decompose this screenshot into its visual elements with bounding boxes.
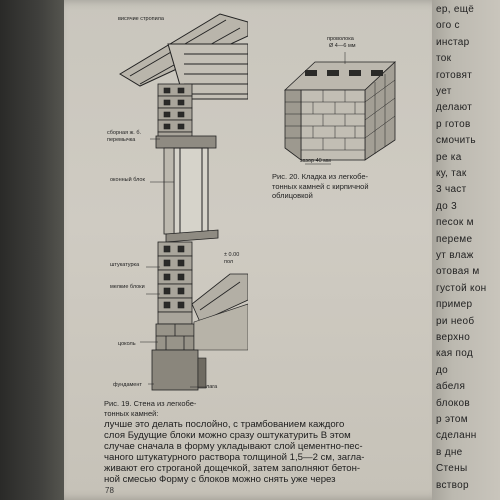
facing-page-line: ер, ещё <box>436 4 475 15</box>
body-text: лучше это делать послойно, с трамбование… <box>104 419 434 485</box>
facing-page-line: до 3 <box>436 200 457 212</box>
figure-19-caption-line: Рис. 19. Стена из легкобе- <box>104 399 197 408</box>
body-text-line: ной смесью Форму с блоков можно снять уж… <box>104 474 336 485</box>
facing-page-line: ует <box>436 86 452 97</box>
page-number: 78 <box>105 486 114 495</box>
facing-page-line: кая под <box>436 348 474 360</box>
facing-page-line: верхно <box>436 332 471 343</box>
facing-page-line: ут влаж <box>436 250 474 261</box>
figure-19-caption: Рис. 19. Стена из легкобе- тонных камней… <box>104 399 196 418</box>
facing-page-line: ре ка <box>436 151 462 163</box>
figure-20-masonry-drawing <box>283 52 397 165</box>
facing-page-fragment: ер, ещё ого с инстар ток готовят ует делают р г… <box>432 0 500 500</box>
facing-page-line: ри необ <box>436 315 475 327</box>
label-foundation: фундамент <box>113 382 142 388</box>
figure-20-caption: Рис. 20. Кладка из легкобе- тонных камне… <box>272 172 369 201</box>
facing-page-line: в дне <box>436 446 463 458</box>
label-lintel: сборная ж. б. перемычка <box>107 130 142 143</box>
body-text-line: живают его строганой дощечкой, затем зап… <box>104 463 361 474</box>
facing-page-line: ток <box>436 53 452 65</box>
facing-page-line: готовят <box>436 69 473 81</box>
label-gap: зазор 40 мм <box>300 158 331 164</box>
body-text-line: слоя Будущие блоки можно сразу оштукатур… <box>104 430 351 441</box>
facing-page-line: ку, так <box>436 168 467 179</box>
label-wire-diameter: Ø 4—6 мм <box>329 43 356 49</box>
label-lag: лага <box>206 384 218 390</box>
facing-page-line: густой кон <box>436 282 487 294</box>
facing-page-line: пример <box>436 299 473 311</box>
figure-19-wall-section <box>119 13 248 391</box>
facing-page-line: р этом <box>436 414 468 425</box>
facing-page-line: переме <box>436 233 473 245</box>
facing-page-line: делают <box>436 102 473 114</box>
figure-19-caption-line: тонных камней: <box>104 408 159 418</box>
facing-page-line: смочить <box>436 135 476 147</box>
facing-page-line: сделанн <box>436 430 477 442</box>
figure-20-caption-line: Рис. 20. Кладка из легкобе- <box>272 172 369 181</box>
label-plinth: цоколь <box>118 341 136 347</box>
facing-page-line: инстар <box>436 36 470 48</box>
facing-page-line: отовая м <box>436 266 480 278</box>
facing-page-line: блоков <box>436 397 470 409</box>
facing-page-line: до <box>436 364 448 376</box>
facing-page-line: ого с <box>436 20 460 32</box>
figure-20-caption-line: тонных камней с кирпичной <box>272 181 369 191</box>
label-plaster: штукатурка <box>110 262 140 268</box>
facing-page-line: 3 част <box>436 184 467 196</box>
facing-page-line: Стены <box>436 463 468 475</box>
figure-20-caption-line: облицовкой <box>272 191 313 200</box>
label-window-block: оконный блок <box>110 177 145 183</box>
facing-page-line: р готов <box>436 118 471 130</box>
body-text-line: чаного штукатурного раствора толщиной 1,… <box>104 452 365 463</box>
label-wire: проволока <box>327 36 354 42</box>
facing-page-line: песок м <box>436 217 474 229</box>
label-small-blocks: мелкие блоки <box>110 284 145 290</box>
label-floor-level: ± 0.00 пол <box>224 252 240 265</box>
body-text-line: лучше это делать послойно, с трамбование… <box>104 419 345 430</box>
label-rafters: висячие стропила <box>118 16 164 22</box>
facing-page-line: вствор <box>436 479 469 491</box>
facing-page-line: абеля <box>436 381 466 393</box>
book-binding-shadow <box>0 0 64 500</box>
body-text-line: случае сначала в форму укладывают слой ц… <box>104 441 363 452</box>
